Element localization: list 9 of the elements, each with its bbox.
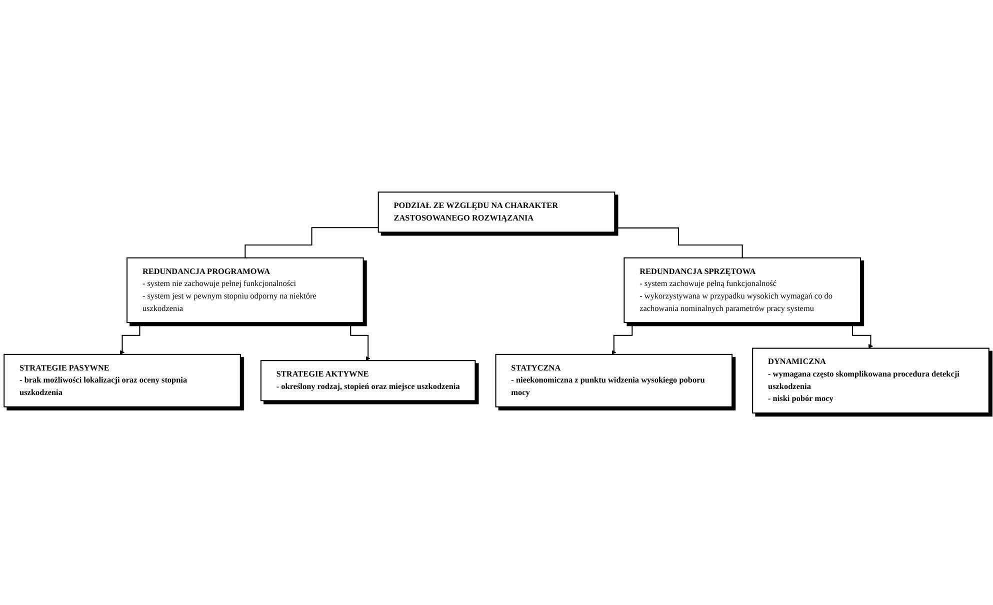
- node-box: STATYCZNA - nieekonomiczna z punktu widzenia wysokiego poboru mocy: [495, 354, 733, 408]
- node-box: STRATEGIE PASYWNE - brak możliwości lokalizacji oraz oceny stopnia uszkodzenia: [4, 354, 241, 408]
- connector: [244, 227, 378, 258]
- node-box: DYNAMICZNA - wymagana często skomplikowana procedura detekcji uszkodzenia - niski pobór mocy: [752, 348, 990, 414]
- node-box: REDUNDANCJA PROGRAMOWA - system nie zachowuje pełnej funkcjonalności - system jest w pewnym stopniu odporny na niektóre uszkodzenia: [126, 257, 364, 324]
- node-box: STRATEGIE AKTYWNE - określony rodzaj, stopień oraz miejsce uszkodzenia: [260, 360, 476, 402]
- connector: [614, 227, 743, 258]
- node-box: PODZIAŁ ZE WZGLĘDU NA CHARAKTER ZASTOSOWANEGO ROZWIĄZANIA: [378, 192, 616, 233]
- node-box: REDUNDANCJA SPRZĘTOWA - system zachowuje pełną funkcjonalność - wykorzystywana w przypadku wysokich wymagań co do zachowania nominalnych parametrów pracy systemu: [624, 257, 861, 324]
